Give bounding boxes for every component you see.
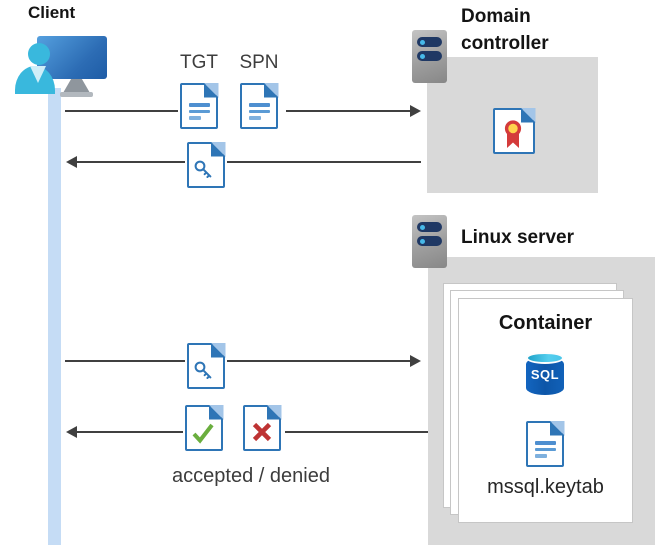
tgt-label: TGT xyxy=(180,52,218,73)
arrow-line xyxy=(77,431,183,433)
keytab-file-label: mssql.keytab xyxy=(487,476,604,498)
client-label: Client xyxy=(28,3,76,22)
monitor-stand xyxy=(63,79,90,93)
arrow-line xyxy=(65,360,185,362)
spn-ticket-document-icon xyxy=(240,82,279,129)
keytab-document-icon xyxy=(526,420,565,467)
arrowhead-right-icon xyxy=(410,355,421,367)
linux-server-label: Linux server xyxy=(461,227,574,248)
certificate-icon xyxy=(493,107,536,154)
arrow-line xyxy=(65,110,178,112)
key-icon xyxy=(194,361,212,379)
client-lifeline xyxy=(48,88,61,545)
domain-controller-label: Domain controller xyxy=(461,6,549,54)
arrow-line xyxy=(227,161,421,163)
accepted-denied-label: accepted / denied xyxy=(172,465,330,487)
cross-icon xyxy=(252,422,272,442)
sql-badge-label: SQL xyxy=(530,367,560,382)
key-ticket-icon xyxy=(187,141,226,188)
linux-server-icon xyxy=(412,215,447,268)
container-label: Container xyxy=(498,312,593,334)
arrow-line xyxy=(286,110,410,112)
key-icon xyxy=(194,160,212,178)
user-icon xyxy=(28,43,50,65)
arrowhead-left-icon xyxy=(66,426,77,438)
monitor-base xyxy=(60,92,93,97)
arrowhead-left-icon xyxy=(66,156,77,168)
tgt-ticket-document-icon xyxy=(180,82,219,129)
spn-label: SPN xyxy=(239,52,279,73)
arrow-line xyxy=(227,360,410,362)
arrow-line xyxy=(77,161,185,163)
arrowhead-right-icon xyxy=(410,105,421,117)
container-card-front xyxy=(458,298,633,523)
certificate-ribbon-icon xyxy=(504,120,522,148)
sql-database-icon: SQL xyxy=(526,352,564,395)
checkmark-icon xyxy=(192,423,214,444)
domain-controller-server-icon xyxy=(412,30,447,83)
arrow-line xyxy=(285,431,428,433)
accepted-icon xyxy=(185,404,224,451)
key-ticket-icon xyxy=(187,342,226,389)
denied-icon xyxy=(243,404,282,451)
